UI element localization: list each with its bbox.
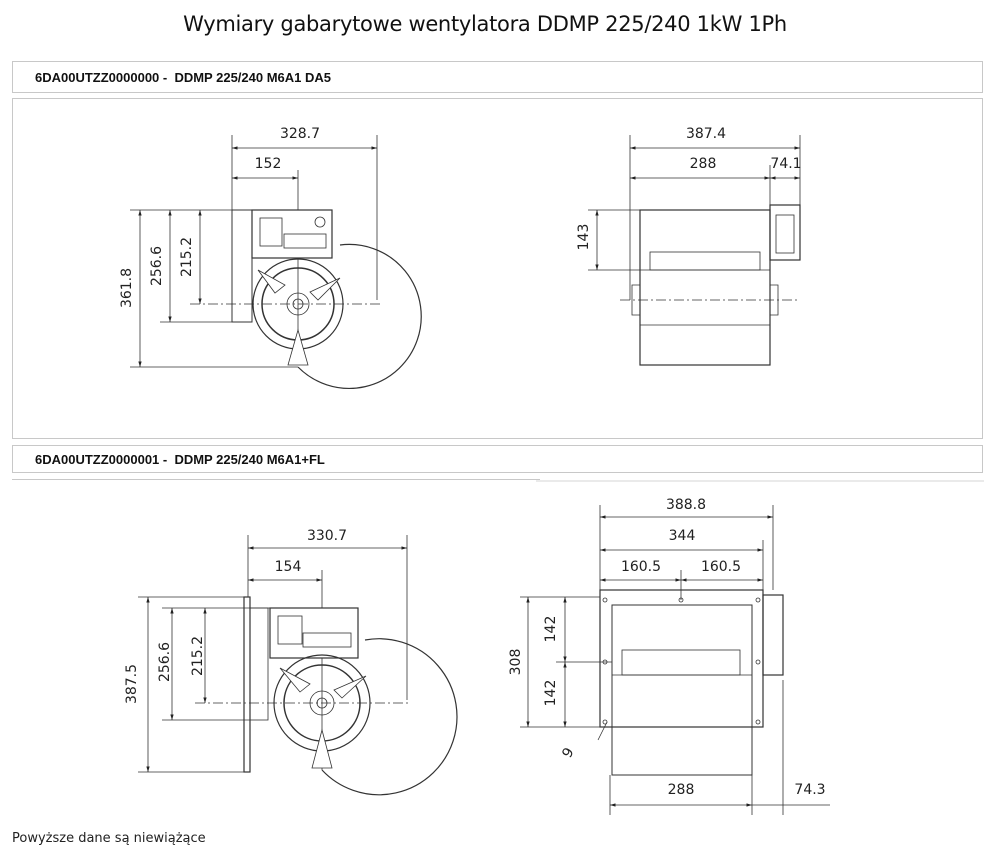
dim-height-1: 361.8: [119, 268, 135, 308]
section-header-2: 6DA00UTZZ0000001 - DDMP 225/240 M6A1+FL: [12, 445, 983, 473]
dim-flange-width-2: 344: [669, 528, 696, 544]
dim-outlet-height-1: 256.6: [149, 246, 165, 286]
dim-length-1: 387.4: [686, 126, 726, 142]
dim-half-bottom-2: 142: [543, 680, 559, 707]
footer-note: Powyższe dane są niewiążące: [12, 831, 206, 846]
dim-body-length-1: 288: [690, 156, 717, 172]
side-view-1: [588, 135, 801, 366]
dim-motor-length-2: 74.3: [794, 782, 825, 798]
dim-height-2: 387.5: [124, 664, 140, 704]
drawing-panel-1: [12, 98, 983, 439]
dim-flange-height-2: 308: [508, 649, 524, 676]
dim-side-outlet-1: 143: [576, 224, 592, 251]
drawing-panel-2: [12, 479, 540, 824]
front-view-1: [130, 135, 422, 389]
dim-center-offset-1: 152: [255, 156, 282, 172]
dim-hole-2: 9: [559, 745, 577, 761]
dim-half-left-2: 160.5: [621, 559, 661, 575]
dim-axis-height-2: 215.2: [190, 636, 206, 676]
dim-width-2: 330.7: [307, 528, 347, 544]
dim-center-offset-2: 154: [275, 559, 302, 575]
page-title: Wymiary gabarytowe wentylatora DDMP 225/…: [183, 12, 787, 36]
dim-half-top-2: 142: [543, 616, 559, 643]
dim-axis-height-1: 215.2: [179, 237, 195, 277]
side-view-2: [520, 480, 984, 815]
dim-width-1: 328.7: [280, 126, 320, 142]
section-header-1: 6DA00UTZZ0000000 - DDMP 225/240 M6A1 DA5: [12, 61, 983, 93]
front-view-2: [138, 535, 458, 796]
dim-half-right-2: 160.5: [701, 559, 741, 575]
dim-outlet-height-2: 256.6: [157, 642, 173, 682]
dim-length-2: 388.8: [666, 497, 706, 513]
dim-body-length-2: 288: [668, 782, 695, 798]
dim-motor-length-1: 74.1: [770, 156, 801, 172]
